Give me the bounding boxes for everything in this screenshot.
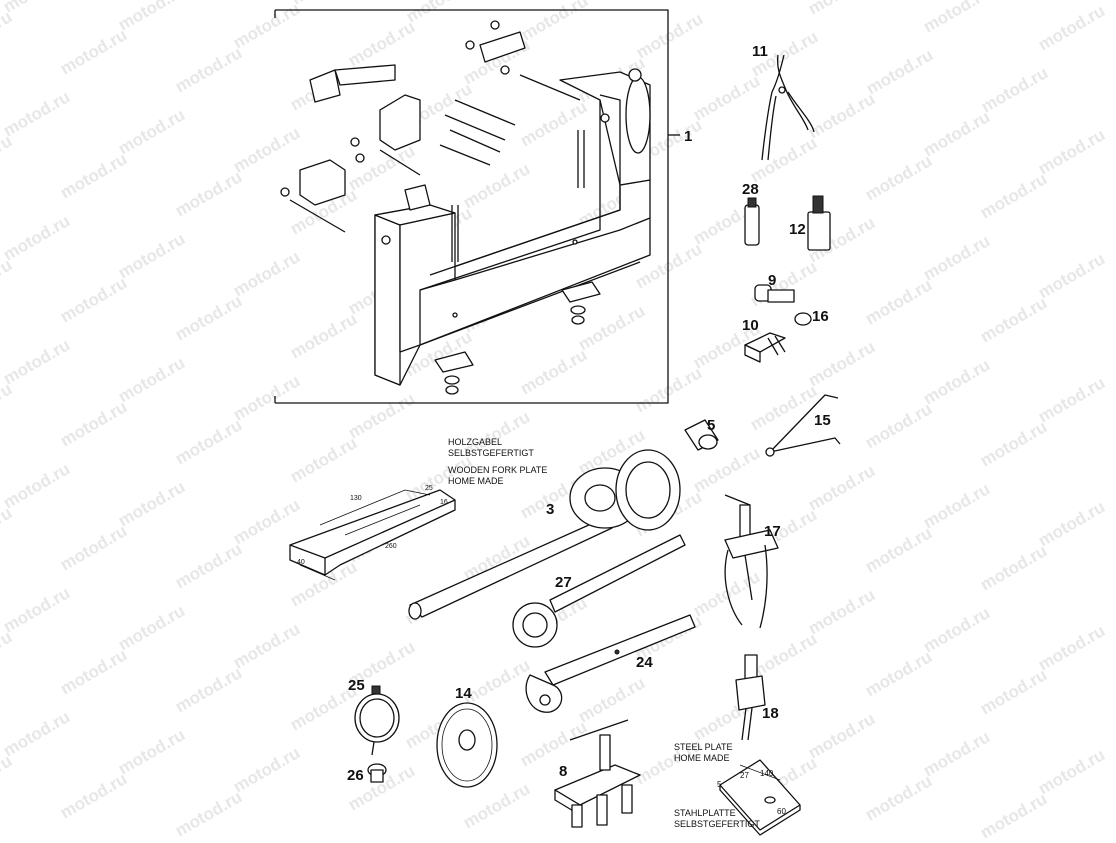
dim-plate-d: 60 (777, 807, 786, 816)
label-part-8: 8 (559, 763, 568, 780)
steel-note-de-line-2: SELBSTGEFERTIGT (674, 819, 760, 829)
dim-fork-e: 40 (297, 559, 305, 566)
steel-note-en-line-1: STEEL PLATE (674, 742, 733, 752)
dial-gauge-25 (354, 685, 400, 756)
dim-fork-a: 130 (350, 495, 362, 502)
hook-wrench-24 (525, 614, 696, 713)
steel-note-en-line-2: HOME MADE (674, 753, 730, 763)
label-part-11: 11 (752, 43, 768, 60)
label-part-16: 16 (812, 308, 829, 325)
fork-note-de-line-2: SELBSTGEFERTIGT (448, 448, 534, 458)
part-1-frame-box (274, 9, 680, 404)
loctite-bottles (744, 195, 831, 251)
label-part-27: 27 (555, 574, 572, 591)
dim-plate-a: 140 (760, 769, 774, 778)
label-part-25: 25 (348, 677, 365, 694)
fork-note-de-line-1: HOLZGABEL (448, 437, 503, 447)
label-part-15: 15 (814, 412, 831, 429)
label-part-9: 9 (768, 272, 777, 289)
label-part-26: 26 (347, 767, 364, 784)
steel-note-en: STEEL PLATE HOME MADE (674, 742, 733, 764)
label-part-28: 28 (742, 181, 759, 198)
label-part-18: 18 (762, 705, 779, 722)
degree-disc-14 (436, 702, 498, 788)
dim-fork-c: 16 (440, 499, 448, 506)
label-part-24: 24 (636, 654, 653, 671)
engine-stand (374, 68, 651, 395)
label-part-1: 1 (684, 128, 693, 145)
fork-note-en-line-2: HOME MADE (448, 476, 504, 486)
fork-note-en-line-1: WOODEN FORK PLATE (448, 465, 548, 475)
adapter-26 (367, 763, 387, 783)
fork-note-en: WOODEN FORK PLATE HOME MADE (448, 465, 547, 487)
puller-8 (554, 719, 641, 828)
wooden-fork-plate (289, 489, 456, 581)
label-part-14: 14 (455, 685, 472, 702)
dim-fork-b: 25 (425, 485, 433, 492)
bolts-9-10-16 (744, 284, 812, 363)
ring-wrench-3 (408, 449, 681, 620)
steel-plate (719, 759, 801, 836)
label-part-3: 3 (546, 501, 555, 518)
dim-fork-d: 260 (385, 543, 397, 550)
steel-note-de: STAHLPLATTE SELBSTGEFERTIGT (674, 808, 760, 830)
puller-17 (724, 494, 779, 629)
slide-hammer-18 (735, 654, 766, 741)
sleeve-5 (684, 419, 719, 451)
dim-plate-c: 27 (740, 771, 749, 780)
pin-wrench-15 (765, 394, 841, 457)
hook-wrench-27 (512, 534, 686, 648)
fork-note-de: HOLZGABEL SELBSTGEFERTIGT (448, 437, 534, 459)
label-part-17: 17 (764, 523, 781, 540)
label-part-12: 12 (789, 221, 806, 238)
label-part-5: 5 (707, 417, 716, 434)
label-part-10: 10 (742, 317, 759, 334)
dim-plate-b: 5 (717, 780, 722, 789)
stand-brackets-and-bolts (280, 20, 581, 233)
circlip-pliers-11 (761, 54, 815, 161)
steel-note-de-line-1: STAHLPLATTE (674, 808, 736, 818)
